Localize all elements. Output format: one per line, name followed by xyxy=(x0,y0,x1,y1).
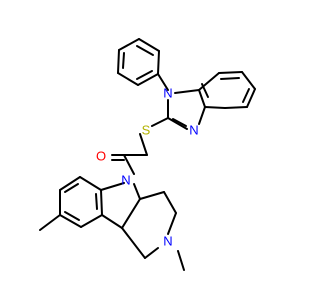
atom-label-n1: N xyxy=(163,86,172,101)
atom-label-n4: N xyxy=(163,234,172,249)
atom-label-n3: N xyxy=(121,173,130,188)
thioacetyl-linker xyxy=(111,117,169,175)
atom-label-n2: N xyxy=(189,123,198,138)
pyridoindole-core xyxy=(39,176,185,271)
structure-canvas: N N S O N N xyxy=(39,38,256,271)
atom-label-s: S xyxy=(142,123,151,138)
molecule-drawing: N N S O N N xyxy=(39,38,256,271)
atom-label-o: O xyxy=(96,149,106,164)
atom-labels: N N S O N N xyxy=(96,86,199,249)
benzimidazole-core xyxy=(157,71,256,130)
phenyl-ring xyxy=(117,38,160,86)
